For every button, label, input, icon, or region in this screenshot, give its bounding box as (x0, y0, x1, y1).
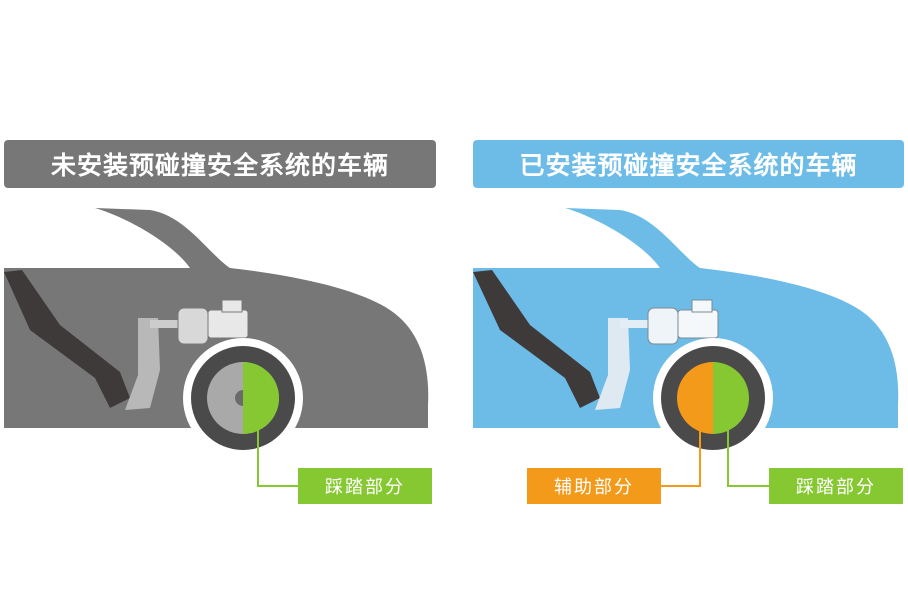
right-wheel (653, 338, 773, 458)
left-pedal-leader (257, 430, 300, 487)
right-assist-leader (660, 430, 701, 487)
right-pedal-label: 踩踏部分 (769, 468, 903, 504)
right-car (473, 208, 899, 487)
right-assist-label: 辅助部分 (527, 468, 661, 504)
left-car (4, 208, 429, 487)
right-pedal-force-area (713, 362, 749, 434)
right-panel-title: 已安装预碰撞安全系统的车辆 (473, 140, 904, 188)
right-pedal-leader (727, 430, 770, 487)
left-brake-pedal (125, 318, 160, 410)
right-driver-leg (473, 270, 600, 408)
left-pedal-label: 踩踏部分 (298, 468, 432, 504)
right-brake-pedal (595, 318, 630, 410)
left-driver-leg (4, 270, 130, 408)
right-assist-force-area (677, 362, 713, 434)
left-panel-title: 未安装预碰撞安全系统的车辆 (4, 140, 436, 188)
right-brake-booster (620, 299, 719, 361)
left-pedal-force-area (243, 362, 279, 434)
left-wheel (183, 338, 303, 458)
